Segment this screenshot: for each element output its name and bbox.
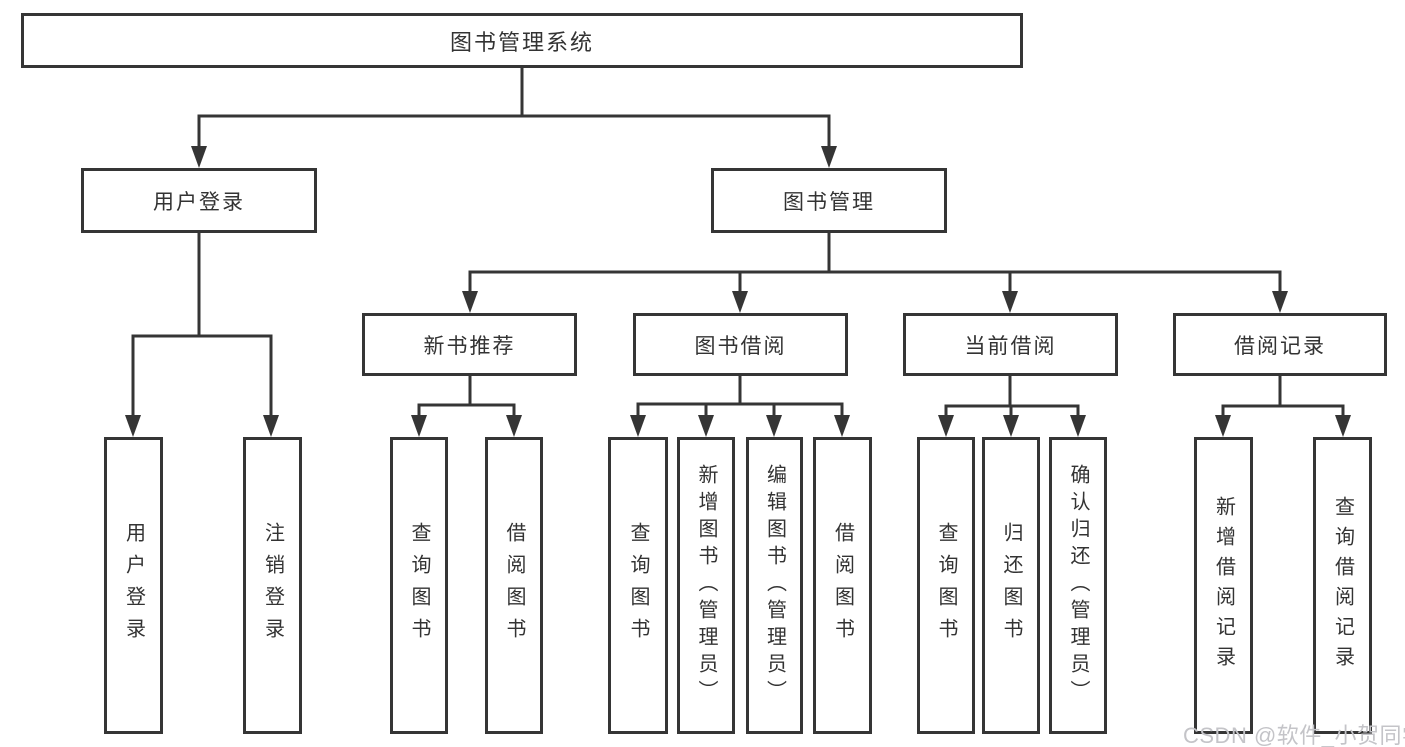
- csdn-watermark: CSDN @软件_小贺同学: [1183, 723, 1405, 747]
- leaf-label: 借阅图书: [503, 521, 525, 650]
- leaf-label: 查询图书: [408, 521, 430, 650]
- leaf-add-borrow-record: 新增借阅记录: [1194, 437, 1253, 734]
- leaf-label: 查询图书: [627, 521, 649, 650]
- leaf-borrow-books: 借阅图书: [485, 437, 543, 734]
- leaf-borrow-books: 借阅图书: [813, 437, 872, 734]
- leaf-user-login: 用户登录: [104, 437, 163, 734]
- leaf-query-books: 查询图书: [390, 437, 448, 734]
- leaf-label: 新增借阅记录: [1212, 495, 1235, 676]
- node-current-borrowing: 当前借阅: [903, 313, 1118, 376]
- leaf-label: 编辑图书（管理员）: [763, 464, 786, 707]
- leaf-query-borrow-record: 查询借阅记录: [1313, 437, 1372, 734]
- node-borrowing-records: 借阅记录: [1173, 313, 1387, 376]
- leaf-edit-books-admin: 编辑图书（管理员）: [746, 437, 803, 734]
- leaf-label: 用户登录: [122, 521, 145, 650]
- leaf-logout: 注销登录: [243, 437, 302, 734]
- leaf-confirm-return-admin: 确认归还（管理员）: [1049, 437, 1107, 734]
- node-user-login: 用户登录: [81, 168, 317, 233]
- leaf-label: 查询借阅记录: [1331, 495, 1354, 676]
- leaf-label: 确认归还（管理员）: [1067, 464, 1089, 707]
- node-book-management: 图书管理: [711, 168, 947, 233]
- node-book-management-system: 图书管理系统: [21, 13, 1023, 68]
- leaf-query-books: 查询图书: [917, 437, 975, 734]
- leaf-add-books-admin: 新增图书（管理员）: [677, 437, 735, 734]
- node-book-borrowing: 图书借阅: [633, 313, 848, 376]
- leaf-label: 借阅图书: [831, 521, 854, 650]
- leaf-query-books: 查询图书: [608, 437, 668, 734]
- leaf-label: 注销登录: [261, 521, 284, 650]
- node-new-book-recommendation: 新书推荐: [362, 313, 577, 376]
- leaf-return-books: 归还图书: [982, 437, 1040, 734]
- leaf-label: 归还图书: [1000, 521, 1022, 650]
- leaf-label: 查询图书: [935, 521, 957, 650]
- leaf-label: 新增图书（管理员）: [695, 464, 717, 707]
